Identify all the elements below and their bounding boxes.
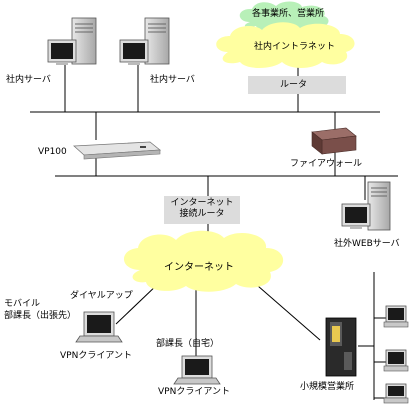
internet-router-box xyxy=(164,196,240,224)
intranet-label: 社内イントラネット xyxy=(254,42,336,52)
branch-offices-cloud xyxy=(239,1,329,32)
firewall-label: ファイアウォール xyxy=(290,159,363,169)
web-server-label: 社外WEBサーバ xyxy=(334,239,400,249)
dialup-link-line xyxy=(115,281,161,325)
mobile-laptop-icon xyxy=(75,311,123,343)
small-office-pc3-icon xyxy=(383,383,409,404)
vp100-device-icon xyxy=(73,141,162,160)
internet-router-label-line1: インターネット xyxy=(170,198,234,208)
server1-icon xyxy=(47,17,97,65)
dialup-label: ダイヤルアップ xyxy=(70,291,133,301)
mobile-label: モバイル xyxy=(4,299,41,309)
router-label: ルータ xyxy=(280,80,308,90)
branch-offices-label: 各事業所、営業所 xyxy=(252,9,325,19)
internet-router-label: インターネット 接続ルータ xyxy=(164,198,240,220)
vpn-client-home-label: VPNクライアント xyxy=(158,387,230,397)
server2-label: 社内サーバ xyxy=(150,75,195,85)
internet-router-label-line2: 接続ルータ xyxy=(179,209,225,219)
server2-icon xyxy=(119,17,170,65)
firewall-icon xyxy=(311,127,357,155)
web-server-icon xyxy=(341,181,391,231)
internet-cloud xyxy=(123,230,284,292)
mobile-manager-label: 部課長（出張先） xyxy=(4,311,77,321)
internet-label: インターネット xyxy=(164,262,234,273)
server1-label: 社内サーバ xyxy=(6,75,51,85)
vp100-label: VP100 xyxy=(38,147,67,157)
vpn-client-mobile-label: VPNクライアント xyxy=(60,351,132,361)
home-manager-label: 部課長（自宅） xyxy=(156,339,220,349)
intranet-cloud xyxy=(216,22,355,68)
small-office-server-icon xyxy=(325,317,357,377)
small-office-pc1-icon xyxy=(383,305,409,328)
small-office-pc2-icon xyxy=(383,349,409,372)
small-office-link-line xyxy=(257,285,321,341)
router-box xyxy=(248,76,346,94)
home-laptop-icon xyxy=(173,355,221,385)
small-office-label: 小規模営業所 xyxy=(300,382,355,392)
